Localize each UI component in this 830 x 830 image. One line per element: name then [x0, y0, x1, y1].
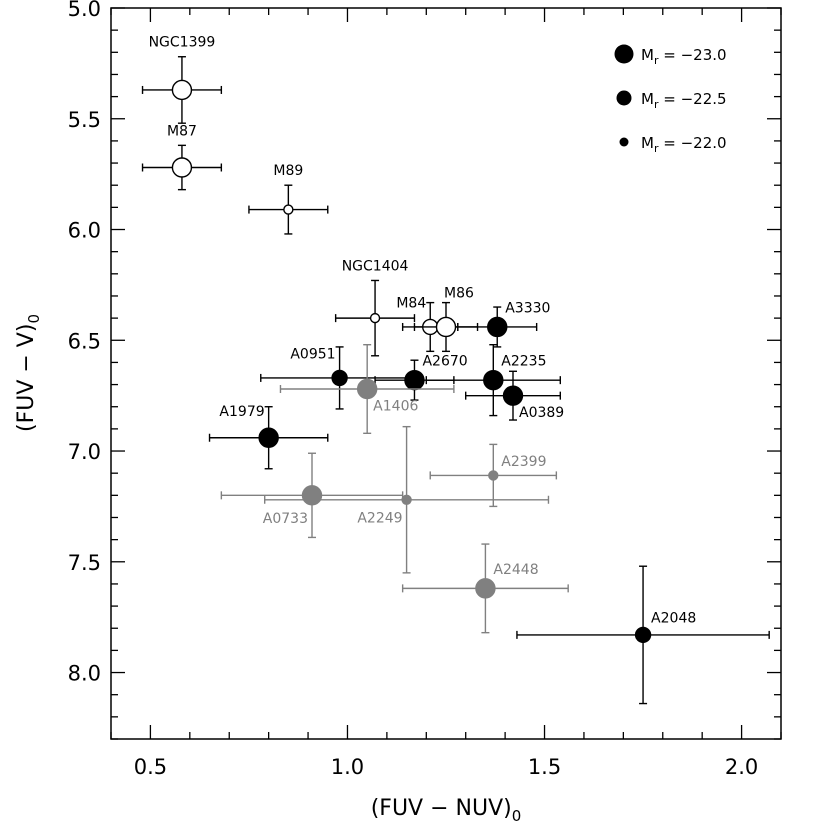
data-point: A2448: [401, 543, 569, 634]
axis-ticks: [110, 7, 782, 740]
legend: Mr = −23.0Mr = −22.5Mr = −22.0: [614, 44, 727, 155]
legend-label: Mr = −22.0: [641, 134, 727, 155]
axis-tick-labels: 0.5 1.0 1.5 2.0 5.0 5.5 6.0 6.5 7.0 7.5 8.0: [68, 0, 759, 779]
data-marker: [369, 312, 381, 324]
legend-label: Mr = −22.5: [641, 90, 727, 111]
data-marker: [258, 427, 279, 448]
data-marker: [483, 369, 504, 391]
plot-frame: [110, 7, 782, 740]
legend-marker: [616, 90, 632, 106]
point-label: M84: [396, 295, 426, 311]
legend-label-main: M: [641, 46, 654, 64]
x-tick-label: 2.0: [725, 755, 758, 779]
x-tick-label: 1.5: [528, 755, 561, 779]
data-point: A0389: [465, 370, 564, 421]
legend-label-value: = −22.0: [658, 134, 726, 152]
data-point: A1406: [279, 344, 455, 435]
point-label: A2670: [422, 354, 467, 370]
point-label: M89: [273, 163, 303, 179]
x-tick-label: 1.0: [331, 755, 364, 779]
x-tick-label: 0.5: [134, 755, 167, 779]
x-axis-label: (FUV − NUV)0: [371, 796, 522, 825]
legend-label-main: M: [641, 134, 654, 152]
data-marker: [435, 316, 457, 338]
legend-marker: [619, 137, 629, 147]
point-label: A1406: [373, 399, 418, 415]
point-label: A0951: [290, 346, 335, 362]
data-point: A0951: [260, 346, 420, 410]
data-marker: [171, 157, 193, 178]
data-marker: [283, 204, 294, 215]
y-tick-label: 6.5: [68, 329, 101, 353]
x-axis-label-subscript: 0: [512, 807, 522, 825]
data-marker: [356, 378, 378, 400]
legend-label-value: = −23.0: [658, 46, 726, 64]
legend-label: Mr = −23.0: [641, 46, 727, 67]
data-marker: [171, 79, 193, 101]
point-label: NGC1399: [149, 35, 216, 51]
x-axis-label-main: (FUV − NUV): [371, 796, 512, 821]
data-point: A1979: [208, 404, 329, 470]
data-point: A2249: [264, 425, 550, 574]
legend-marker: [614, 44, 634, 64]
data-point: A2048: [516, 565, 770, 705]
legend-label-subscript: r: [654, 142, 659, 155]
data-point: A2670: [374, 354, 468, 401]
data-point: NGC1399: [141, 35, 223, 124]
data-marker: [404, 369, 425, 391]
legend-label-value: = −22.5: [658, 90, 726, 108]
y-tick-label: 8.0: [68, 662, 101, 686]
y-tick-label: 5.5: [68, 108, 101, 132]
legend-label-subscript: r: [654, 54, 659, 67]
data-marker: [634, 626, 652, 644]
data-point: M87: [141, 123, 223, 191]
data-point: M89: [248, 163, 329, 235]
y-tick-label: 7.5: [68, 551, 101, 575]
data-marker: [475, 578, 496, 599]
point-label: A2448: [493, 562, 538, 578]
point-label: A2235: [501, 354, 546, 370]
y-axis-label: (FUV − V)0: [14, 314, 43, 432]
data-marker: [331, 369, 348, 387]
y-axis-label-subscript: 0: [25, 314, 43, 324]
data-marker: [488, 470, 499, 481]
legend-entry: Mr = −22.0: [619, 134, 727, 155]
legend-entry: Mr = −22.5: [616, 90, 727, 111]
point-label: M87: [167, 123, 197, 139]
data-point: A2399: [429, 443, 558, 508]
y-axis-label-main: (FUV − V): [14, 324, 39, 432]
point-label: A2048: [651, 610, 696, 626]
point-label: A0389: [519, 405, 564, 421]
legend-label-main: M: [641, 90, 654, 108]
data-marker: [401, 494, 412, 505]
y-tick-label: 6.0: [68, 219, 101, 243]
point-label: A2249: [357, 510, 402, 526]
point-label: A3330: [505, 300, 550, 316]
point-label: A2399: [501, 454, 546, 470]
y-tick-label: 7.0: [68, 440, 101, 464]
point-label: M86: [444, 285, 474, 301]
point-label: NGC1404: [342, 258, 409, 274]
data-marker: [301, 485, 323, 506]
point-label: A1979: [219, 404, 264, 420]
data-point: A2235: [425, 344, 561, 417]
point-label: A0733: [263, 511, 308, 527]
data-marker: [487, 316, 508, 338]
data-point: A3330: [457, 300, 550, 348]
y-tick-label: 5.0: [68, 0, 101, 21]
data-marker: [502, 385, 524, 406]
legend-label-subscript: r: [654, 98, 659, 111]
legend-entry: Mr = −23.0: [614, 44, 727, 67]
data-point: M86: [413, 285, 479, 353]
data-point: NGC1404: [334, 258, 416, 357]
